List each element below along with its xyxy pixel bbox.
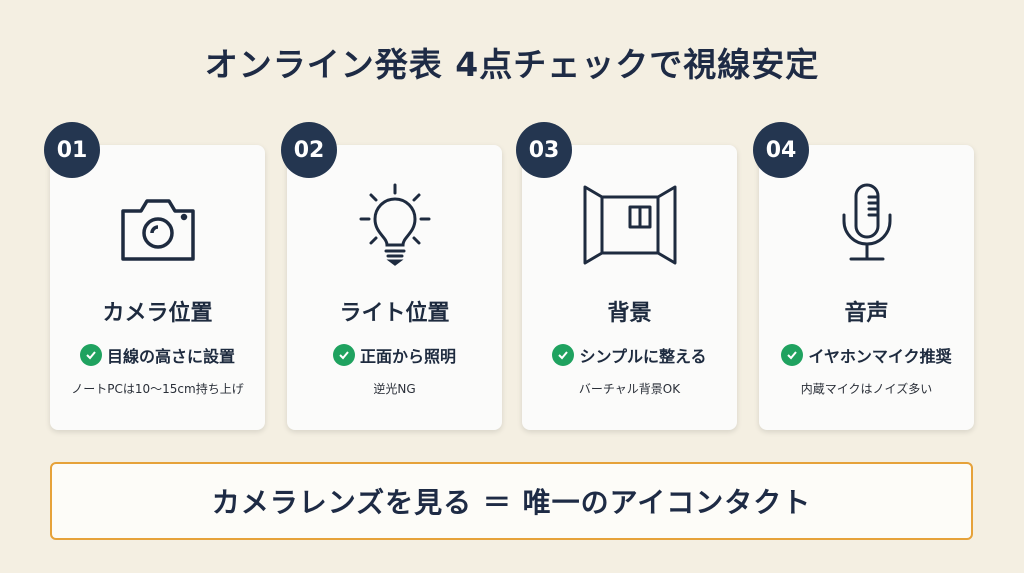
- card-title: 背景: [607, 301, 652, 326]
- card-note: 内蔵マイクはノイズ多い: [800, 382, 933, 396]
- card-note: 逆光NG: [373, 382, 416, 396]
- lightbulb-icon: [359, 183, 430, 266]
- step-badge: 01: [44, 122, 100, 178]
- step-badge: 03: [516, 122, 572, 178]
- check-icon: [332, 344, 355, 366]
- check-item: 目線の高さに設置: [50, 343, 265, 367]
- card-title: カメラ位置: [102, 301, 213, 326]
- check-icon: [552, 344, 575, 366]
- check-item: シンプルに整える: [522, 343, 737, 367]
- card-title: ライト位置: [339, 301, 450, 326]
- card-camera: カメラ位置 目線の高さに設置 ノートPCは10〜15cm持ち上げ: [50, 145, 265, 430]
- check-text: 目線の高さに設置: [106, 347, 235, 366]
- check-icon: [781, 344, 804, 366]
- card-audio: 音声 イヤホンマイク推奨 内蔵マイクはノイズ多い: [759, 145, 974, 430]
- step-badge: 02: [281, 122, 337, 178]
- card-light: ライト位置 正面から照明 逆光NG: [287, 145, 502, 430]
- camera-icon: [120, 199, 195, 261]
- card-background: 背景 シンプルに整える バーチャル背景OK: [522, 145, 737, 430]
- page-title: オンライン発表 4点チェックで視線安定: [204, 45, 820, 84]
- check-text: 正面から照明: [359, 347, 456, 366]
- key-message-banner: カメラレンズを見る ＝ 唯一のアイコンタクト: [50, 462, 973, 540]
- check-text: イヤホンマイク推奨: [808, 347, 952, 366]
- check-item: 正面から照明: [287, 343, 502, 367]
- room-background-icon: [583, 185, 676, 265]
- card-note: ノートPCは10〜15cm持ち上げ: [71, 382, 244, 396]
- check-item: イヤホンマイク推奨: [759, 343, 974, 367]
- check-icon: [79, 344, 102, 366]
- card-title: 音声: [844, 301, 889, 326]
- check-text: シンプルに整える: [579, 347, 707, 366]
- step-badge: 04: [753, 122, 809, 178]
- microphone-icon: [842, 183, 891, 261]
- card-note: バーチャル背景OK: [578, 382, 681, 396]
